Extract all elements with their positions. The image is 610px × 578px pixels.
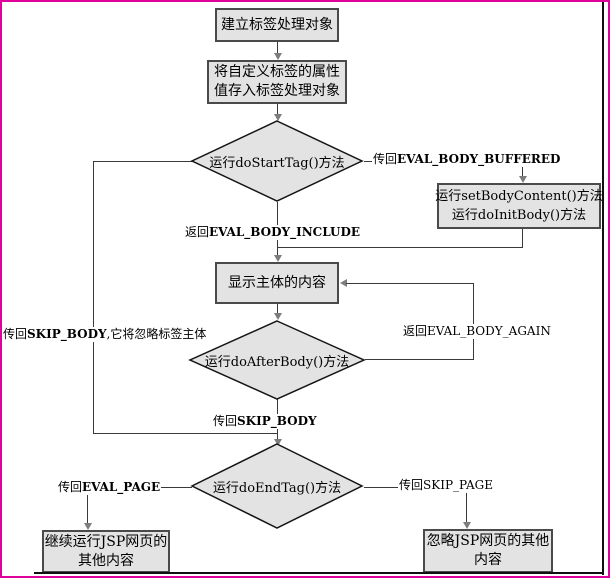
node-label: 继续运行JSP网页的 — [44, 533, 168, 550]
edge-label-prefix: 传回 — [58, 480, 83, 494]
connector-line — [93, 433, 278, 434]
node-label: 运行doStartTag()方法 — [209, 155, 345, 171]
arrow-down-icon — [274, 439, 282, 446]
edge-label-eval-page: 传回EVAL_PAGE — [57, 480, 162, 495]
node-set-body-content: 运行setBodyContent()方法 运行doInitBody()方法 — [435, 183, 603, 229]
node-label: 内容 — [474, 552, 502, 568]
edge-label-eval-body-include: 返回EVAL_BODY_INCLUDE — [184, 225, 362, 240]
edge-label-skip-body-long: 传回SKIP_BODY,它将忽略标签主体 — [2, 327, 208, 342]
page-rule-vertical — [602, 0, 604, 575]
node-label: 将自定义标签的属性 — [214, 64, 340, 80]
decision-do-start-tag: 运行doStartTag()方法 — [190, 120, 364, 202]
connector-line — [277, 247, 523, 248]
connector-line — [277, 304, 278, 314]
node-label: 运行doAfterBody()方法 — [204, 354, 350, 370]
frame-left-border — [0, 0, 2, 578]
connector-line — [93, 161, 94, 434]
node-label: 值存入标签处理对象 — [214, 83, 340, 99]
decision-do-end-tag: 运行doEndTag()方法 — [190, 443, 364, 529]
edge-label-constant: SKIP_BODY — [237, 414, 317, 428]
edge-label-constant: EVAL_BODY_AGAIN — [427, 324, 551, 338]
node-continue-jsp-page: 继续运行JSP网页的 其他内容 — [42, 530, 170, 573]
connector-line — [277, 42, 278, 55]
edge-label-skip-body: 传回SKIP_BODY — [212, 414, 318, 429]
edge-label-constant: EVAL_PAGE — [82, 480, 161, 494]
edge-label-prefix: 返回 — [403, 324, 428, 338]
arrow-down-icon — [274, 313, 282, 320]
node-label: 忽略JSP网页的其他 — [426, 533, 550, 549]
node-label: 其他内容 — [78, 552, 134, 569]
arrow-down-icon — [519, 176, 527, 183]
edge-label-eval-body-buffered: 传回EVAL_BODY_BUFFERED — [372, 152, 562, 167]
connector-line — [277, 104, 278, 115]
node-label: 运行doEndTag()方法 — [212, 480, 342, 496]
edge-label-skip-page: 传回SKIP_PAGE — [398, 478, 494, 493]
edge-label-prefix: 传回 — [213, 414, 238, 428]
edge-label-prefix: 返回 — [185, 225, 210, 239]
arrow-down-icon — [84, 523, 92, 530]
connector-line — [346, 283, 473, 284]
connector-line — [93, 161, 192, 162]
edge-label-prefix: 传回 — [399, 478, 424, 492]
node-label: 运行doInitBody()方法 — [451, 208, 587, 223]
node-label: 运行setBodyContent()方法 — [435, 189, 603, 204]
connector-line — [365, 359, 474, 360]
edge-label-constant: SKIP_PAGE — [423, 478, 493, 492]
edge-label-prefix: 传回 — [3, 327, 28, 341]
node-store-attributes: 将自定义标签的属性 值存入标签处理对象 — [207, 60, 347, 104]
arrow-down-icon — [463, 522, 471, 529]
frame-right-border — [608, 0, 610, 578]
edge-label-constant: SKIP_BODY — [27, 327, 107, 341]
frame-top-border — [0, 0, 610, 2]
diamond-shape — [188, 320, 366, 400]
arrow-down-icon — [274, 255, 282, 262]
connector-line — [466, 488, 467, 523]
edge-label-constant: EVAL_BODY_INCLUDE — [209, 225, 361, 239]
edge-label-suffix: ,它将忽略标签主体 — [106, 327, 207, 341]
edge-label-constant: EVAL_BODY_BUFFERED — [397, 152, 561, 166]
arrow-left-icon — [340, 279, 347, 287]
page-rule-horizontal — [34, 572, 604, 574]
node-label: 显示主体的内容 — [228, 274, 326, 291]
decision-do-after-body: 运行doAfterBody()方法 — [188, 320, 366, 400]
arrow-down-icon — [274, 114, 282, 121]
edge-label-eval-body-again: 返回EVAL_BODY_AGAIN — [402, 324, 552, 339]
frame-bottom-border — [0, 576, 610, 578]
node-create-tag-handler: 建立标签处理对象 — [215, 8, 339, 42]
connector-line — [87, 488, 88, 524]
node-label: 建立标签处理对象 — [221, 16, 333, 33]
connector-line — [473, 283, 474, 360]
arrow-down-icon — [274, 53, 282, 60]
edge-label-prefix: 传回 — [373, 152, 398, 166]
connector-line — [522, 162, 523, 177]
connector-line — [522, 229, 523, 248]
diamond-shape — [190, 120, 364, 202]
diamond-shape — [190, 443, 364, 529]
node-show-body-content: 显示主体的内容 — [215, 262, 339, 304]
node-skip-jsp-page: 忽略JSP网页的其他 内容 — [423, 529, 553, 573]
